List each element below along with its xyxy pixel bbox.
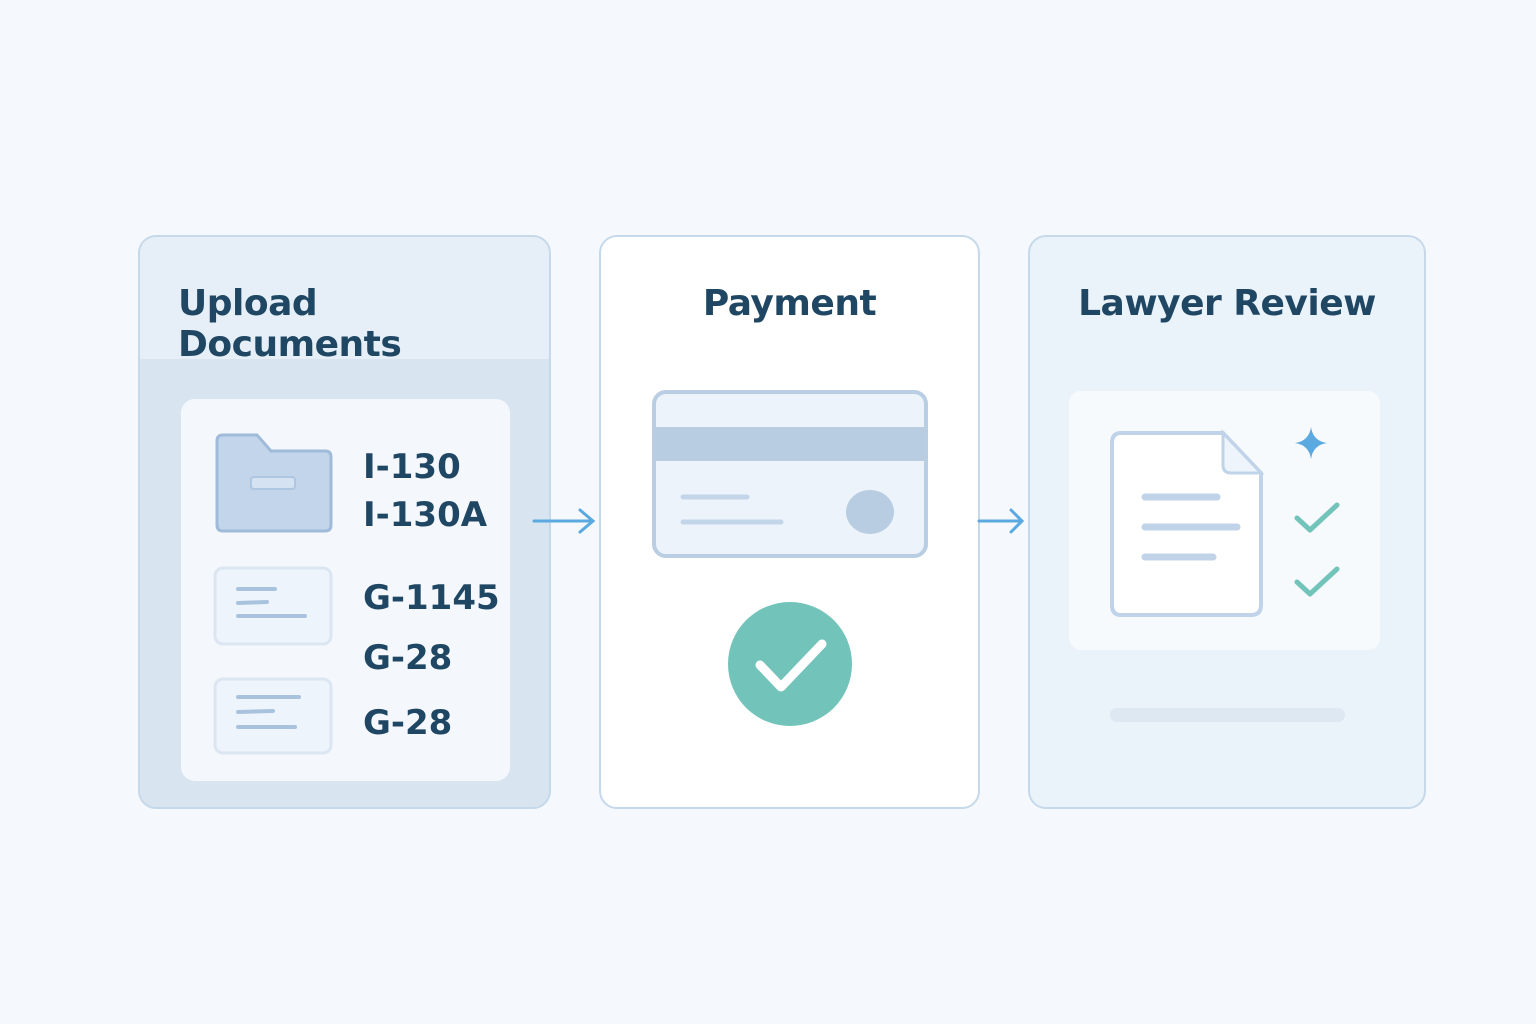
form-code: G-28 (363, 703, 453, 743)
sparkle-icon (1295, 427, 1327, 459)
document-card-icon (213, 566, 333, 646)
step-payment: Payment (599, 235, 980, 809)
document-card-icon (213, 677, 333, 755)
document-list: I-130 I-130A G-1145 G-28 G-28 (181, 399, 510, 781)
form-code: I-130 (363, 447, 461, 487)
credit-card-icon (652, 390, 928, 558)
document-icon (1110, 429, 1265, 617)
step-title: Lawyer Review (1078, 283, 1376, 324)
step-title: Upload Documents (178, 283, 402, 365)
arrow-right-icon (532, 508, 596, 534)
panel-header (140, 237, 549, 359)
step-lawyer-review: Lawyer Review (1028, 235, 1426, 809)
progress-bar-placeholder (1110, 708, 1345, 722)
check-icon (1294, 502, 1340, 533)
form-code: G-28 (363, 638, 453, 678)
check-icon (1294, 566, 1340, 597)
form-code: I-130A (363, 495, 488, 535)
review-card (1069, 391, 1380, 650)
step-title: Payment (702, 283, 877, 324)
check-circle-icon (728, 602, 852, 726)
folder-icon (215, 433, 333, 533)
step-upload-documents: Upload Documents I-130 I-130A G-1145 G-2… (138, 235, 551, 809)
arrow-right-icon (977, 508, 1025, 534)
form-code: G-1145 (363, 578, 500, 618)
